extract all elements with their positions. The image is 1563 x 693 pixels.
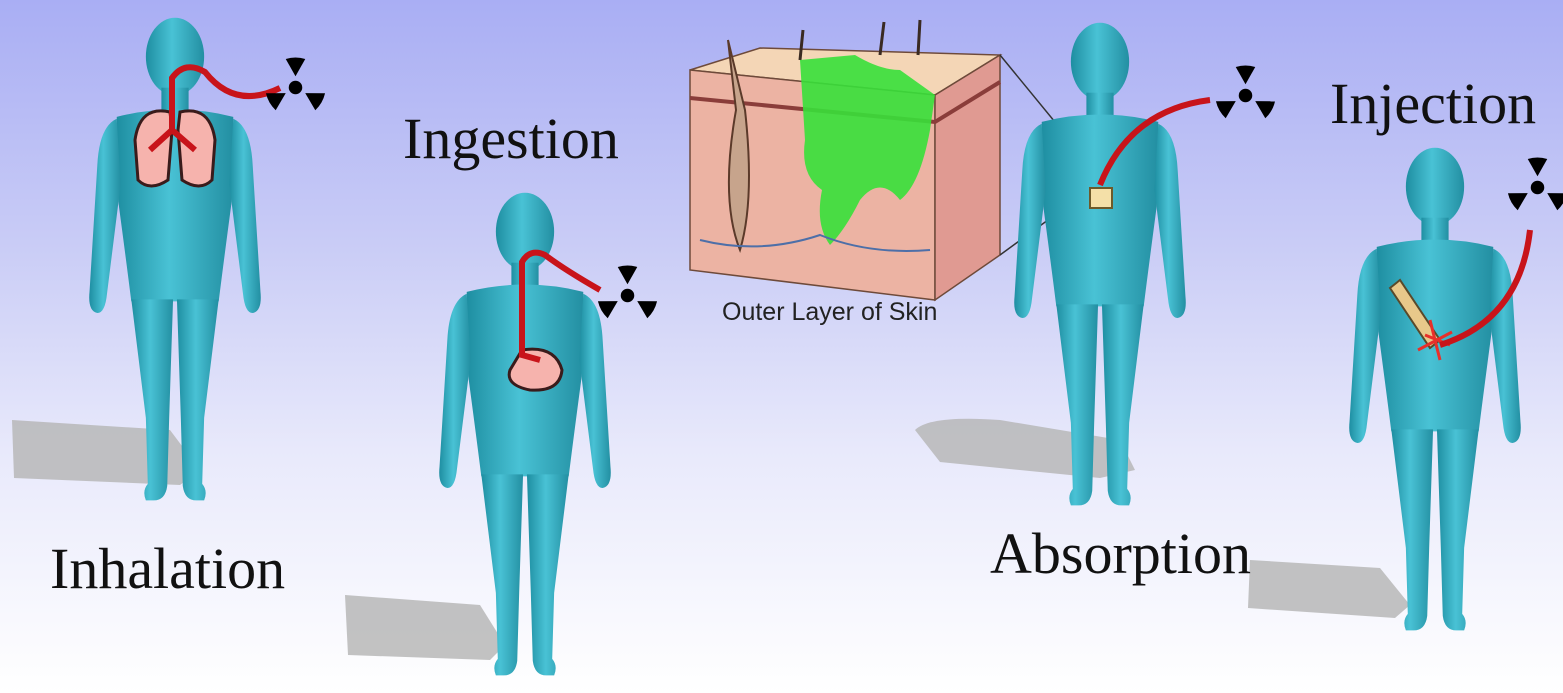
- floor-shadow: [1248, 560, 1410, 618]
- radiation-trefoil-icon: [265, 58, 327, 111]
- ingestion-label: Ingestion: [403, 110, 619, 168]
- injection-figure: [1349, 148, 1563, 631]
- inhalation-label: Inhalation: [50, 540, 285, 598]
- floor-shadow: [915, 419, 1135, 478]
- stomach: [509, 349, 562, 390]
- injection-label: Injection: [1330, 75, 1536, 133]
- radiation-trefoil-icon: [1215, 66, 1277, 119]
- skin-cross-section: [690, 20, 1000, 300]
- skin-inset-caption: Outer Layer of Skin: [722, 298, 937, 327]
- skin-spot: [1090, 188, 1112, 208]
- absorption-label: Absorption: [990, 525, 1251, 583]
- floor-shadow: [12, 420, 200, 485]
- ingestion-figure: [439, 193, 658, 676]
- radiation-trefoil-icon: [1507, 158, 1563, 211]
- radiation-trefoil-icon: [597, 266, 659, 319]
- floor-shadow: [345, 595, 505, 660]
